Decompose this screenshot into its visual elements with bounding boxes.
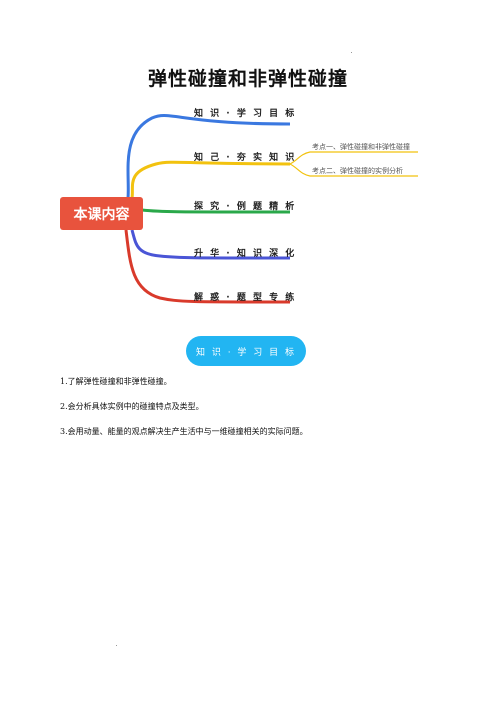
- subpoint-2: 考点二、弹性碰撞的实例分析: [312, 167, 403, 175]
- document-title: 弹性碰撞和非弹性碰撞: [147, 68, 348, 90]
- branch-label-3: 探 究 · 例 题 精 析: [194, 202, 297, 212]
- sub-branch-2: [289, 163, 418, 177]
- objective-item-1: 1.了解弹性碰撞和非弹性碰撞。: [60, 377, 172, 386]
- branch-line-red: [124, 229, 291, 304]
- branch-line-blue: [126, 114, 291, 199]
- branch-label-2: 知 己 · 夯 实 知 识: [194, 153, 297, 163]
- objective-item-2: 2.会分析具体实例中的碰撞特点及类型。: [60, 402, 204, 411]
- sub-branch-1: [289, 151, 418, 165]
- branch-line-yellow: [130, 160, 291, 199]
- page-speck-bottom: [116, 645, 117, 646]
- branch-label-4: 升 华 · 知 识 深 化: [194, 249, 297, 259]
- page-speck-top: [351, 52, 352, 53]
- branch-label-1: 知 识 · 学 习 目 标: [194, 109, 297, 119]
- center-node: 本课内容: [60, 197, 143, 230]
- branch-label-5: 解 惑 · 题 型 专 练: [194, 293, 297, 303]
- subpoint-1: 考点一、弹性碰撞和非弹性碰撞: [312, 143, 410, 151]
- branch-line-indigo: [130, 229, 291, 260]
- objectives-list: 1.了解弹性碰撞和非弹性碰撞。 2.会分析具体实例中的碰撞特点及类型。 3.会用…: [60, 376, 460, 451]
- mindmap-branches: [124, 114, 418, 304]
- section-pill: 知 识 · 学 习 目 标: [186, 336, 306, 366]
- objective-item-3: 3.会用动量、能量的观点解决生产生活中与一维碰撞相关的实际问题。: [60, 427, 308, 436]
- mindmap: 本课内容 知 识 · 学 习 目 标 知 己 · 夯 实 知 识 探 究 · 例…: [60, 94, 440, 324]
- branch-line-green: [141, 208, 291, 214]
